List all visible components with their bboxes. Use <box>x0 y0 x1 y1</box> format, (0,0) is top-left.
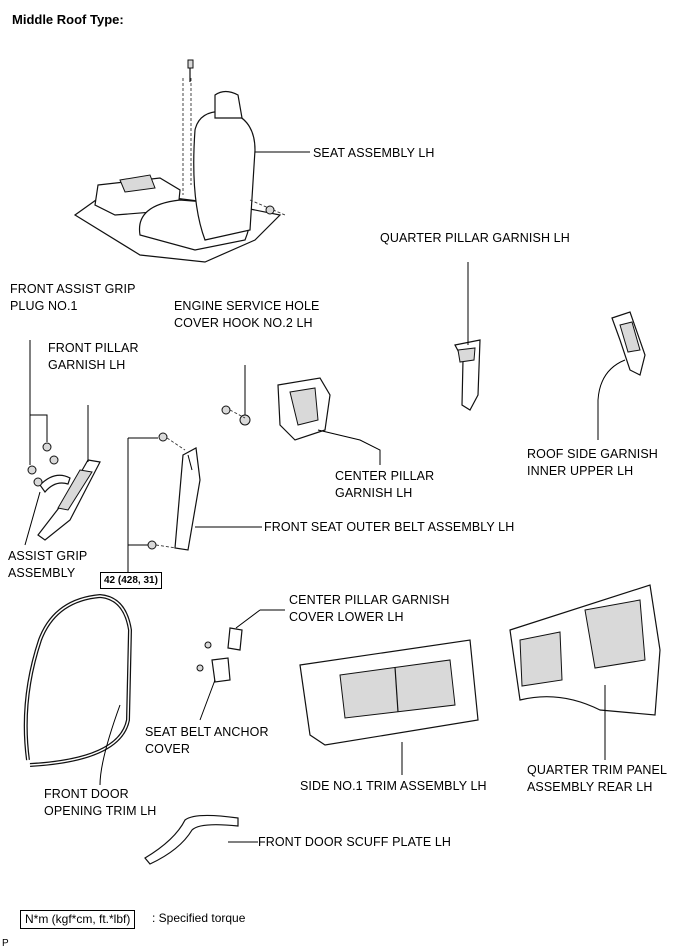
seat-belt-anchor-cover-drawing <box>196 657 231 721</box>
center-pillar-garnish-drawing <box>277 377 381 465</box>
center-pillar-cover-lower-drawing <box>204 609 285 651</box>
front-door-opening-trim-drawing <box>23 593 133 786</box>
label-seat-belt-anchor-1: SEAT BELT ANCHOR <box>145 725 269 739</box>
label-front-seat-outer-belt: FRONT SEAT OUTER BELT ASSEMBLY LH <box>264 520 515 534</box>
label-front-assist-grip-plug-2: PLUG NO.1 <box>10 299 78 313</box>
label-quarter-pillar-garnish: QUARTER PILLAR GARNISH LH <box>380 231 570 245</box>
label-front-door-trim-2: OPENING TRIM LH <box>44 804 157 818</box>
label-side-trim: SIDE NO.1 TRIM ASSEMBLY LH <box>300 779 487 793</box>
label-seat-assembly: SEAT ASSEMBLY LH <box>313 146 435 160</box>
label-engine-service-hole-1: ENGINE SERVICE HOLE <box>174 299 320 313</box>
corner-mark: P <box>2 938 9 949</box>
label-center-pillar-cover-1: CENTER PILLAR GARNISH <box>289 593 450 607</box>
label-assist-grip-1: ASSIST GRIP <box>8 549 88 563</box>
label-scuff-plate: FRONT DOOR SCUFF PLATE LH <box>258 835 452 849</box>
label-front-assist-grip-plug-1: FRONT ASSIST GRIP <box>10 282 136 296</box>
label-front-door-trim-1: FRONT DOOR <box>44 787 129 801</box>
label-engine-service-hole-2: COVER HOOK NO.2 LH <box>174 316 313 330</box>
side-trim-drawing <box>299 639 479 775</box>
legend-torque-text: : Specified torque <box>152 911 246 925</box>
label-seat-belt-anchor-2: COVER <box>145 742 190 756</box>
label-roof-side-garnish-1: ROOF SIDE GARNISH <box>527 447 658 461</box>
legend-torque-symbol: N*m (kgf*cm, ft.*lbf) <box>20 910 136 929</box>
label-front-pillar-garnish-2: GARNISH LH <box>48 358 126 372</box>
front-seat-outer-belt-drawing <box>127 432 262 575</box>
front-pillar-garnish-drawing <box>24 340 101 546</box>
seat-assembly-drawing <box>73 59 310 263</box>
label-center-pillar-garnish-1: CENTER PILLAR <box>335 469 435 483</box>
torque-spec-box: 42 (428, 31) <box>100 572 162 589</box>
engine-service-hole-hook-drawing <box>221 365 251 426</box>
label-center-pillar-garnish-2: GARNISH LH <box>335 486 413 500</box>
front-door-scuff-plate-drawing <box>144 814 258 865</box>
label-quarter-trim-1: QUARTER TRIM PANEL <box>527 763 668 777</box>
roof-side-garnish-drawing <box>597 311 646 440</box>
label-assist-grip-2: ASSEMBLY <box>8 566 76 580</box>
label-quarter-trim-2: ASSEMBLY REAR LH <box>527 780 653 794</box>
label-center-pillar-cover-2: COVER LOWER LH <box>289 610 404 624</box>
label-roof-side-garnish-2: INNER UPPER LH <box>527 464 634 478</box>
quarter-trim-panel-drawing <box>509 584 661 760</box>
diagram-title: Middle Roof Type: <box>12 12 124 27</box>
label-front-pillar-garnish-1: FRONT PILLAR <box>48 341 139 355</box>
quarter-pillar-garnish-drawing <box>454 262 481 411</box>
